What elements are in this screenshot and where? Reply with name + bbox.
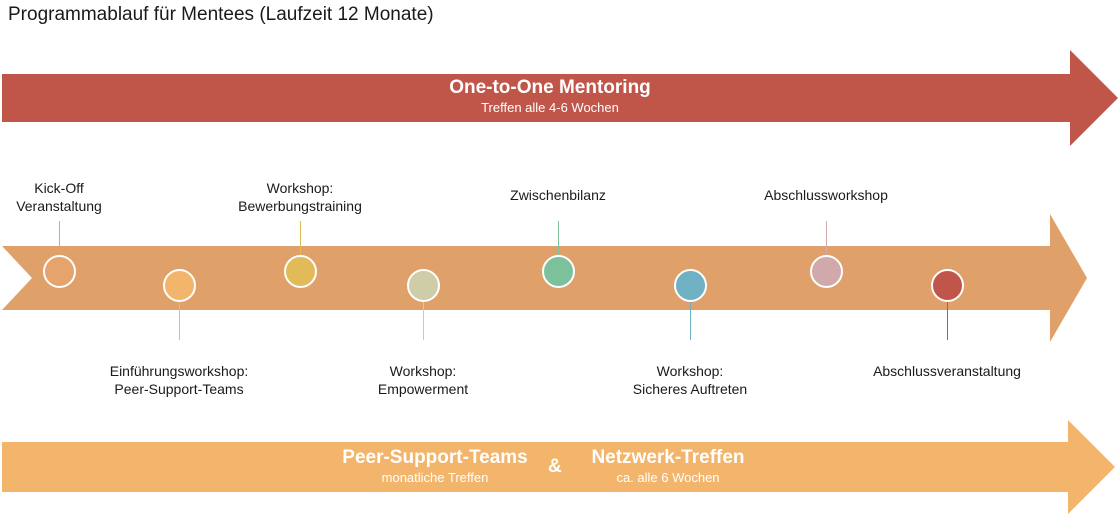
network-title: Netzwerk-Treffen xyxy=(591,447,745,468)
milestone-label-line1: Workshop: xyxy=(656,363,724,379)
milestone-stem xyxy=(179,301,180,340)
mentoring-title: One-to-One Mentoring xyxy=(449,77,651,98)
peer-support-text: Peer-Support-Teams monatliche Treffen xyxy=(325,447,545,485)
milestone-stem xyxy=(59,221,60,255)
milestone-label: Workshop: Empowerment xyxy=(333,362,513,398)
milestone-label-line1: Zwischenbilanz xyxy=(510,187,606,203)
milestone-marker xyxy=(673,268,707,302)
milestone-marker xyxy=(406,268,440,302)
milestone-label: Workshop: Sicheres Auftreten xyxy=(600,362,780,398)
milestone-label: Workshop: Bewerbungstraining xyxy=(210,179,390,215)
network-subtitle: ca. alle 6 Wochen xyxy=(616,469,720,485)
peer-support-subtitle: monatliche Treffen xyxy=(381,469,489,485)
milestone-label-line1: Workshop: xyxy=(266,180,334,196)
milestone-label: Abschlussworkshop xyxy=(736,186,916,204)
milestone-label-line2: Peer-Support-Teams xyxy=(114,381,244,397)
milestone-marker xyxy=(809,254,843,288)
milestone-label: Zwischenbilanz xyxy=(468,186,648,204)
peer-support-title: Peer-Support-Teams xyxy=(342,447,528,468)
mentoring-arrow xyxy=(2,50,1118,146)
milestone-marker xyxy=(930,268,964,302)
milestone-stem xyxy=(690,301,691,340)
milestone-marker xyxy=(283,254,317,288)
milestone-marker xyxy=(162,268,196,302)
network-text: Netzwerk-Treffen ca. alle 6 Wochen xyxy=(568,447,768,485)
milestone-label-line1: Einführungsworkshop: xyxy=(109,363,249,379)
milestone-label-line2: Veranstaltung xyxy=(16,198,102,214)
milestone-marker xyxy=(541,254,575,288)
milestone-label-line2: Empowerment xyxy=(377,381,469,397)
milestone-label-line1: Workshop: xyxy=(389,363,457,379)
milestone-stem xyxy=(947,301,948,340)
milestone-label: Einführungsworkshop: Peer-Support-Teams xyxy=(89,362,269,398)
milestone-label: Abschlussveranstaltung xyxy=(857,362,1037,380)
milestone-stem xyxy=(423,301,424,340)
milestone-stem xyxy=(558,221,559,255)
milestone-label-line1: Kick-Off xyxy=(34,180,84,196)
milestone-label-line1: Abschlussworkshop xyxy=(764,187,888,203)
milestone-label-line2: Sicheres Auftreten xyxy=(632,381,748,397)
milestone-stem xyxy=(826,221,827,255)
page-title: Programmablauf für Mentees (Laufzeit 12 … xyxy=(8,4,434,25)
mentoring-band-text: One-to-One Mentoring Treffen alle 4-6 Wo… xyxy=(340,77,760,115)
milestone-label-line2: Bewerbungstraining xyxy=(238,198,362,214)
milestone-stem xyxy=(300,221,301,255)
milestone-label-line1: Abschlussveranstaltung xyxy=(873,363,1021,379)
peer-network-arrow xyxy=(2,420,1115,514)
mentoring-subtitle: Treffen alle 4-6 Wochen xyxy=(481,99,619,115)
milestone-marker xyxy=(42,254,76,288)
ampersand: & xyxy=(548,456,562,477)
